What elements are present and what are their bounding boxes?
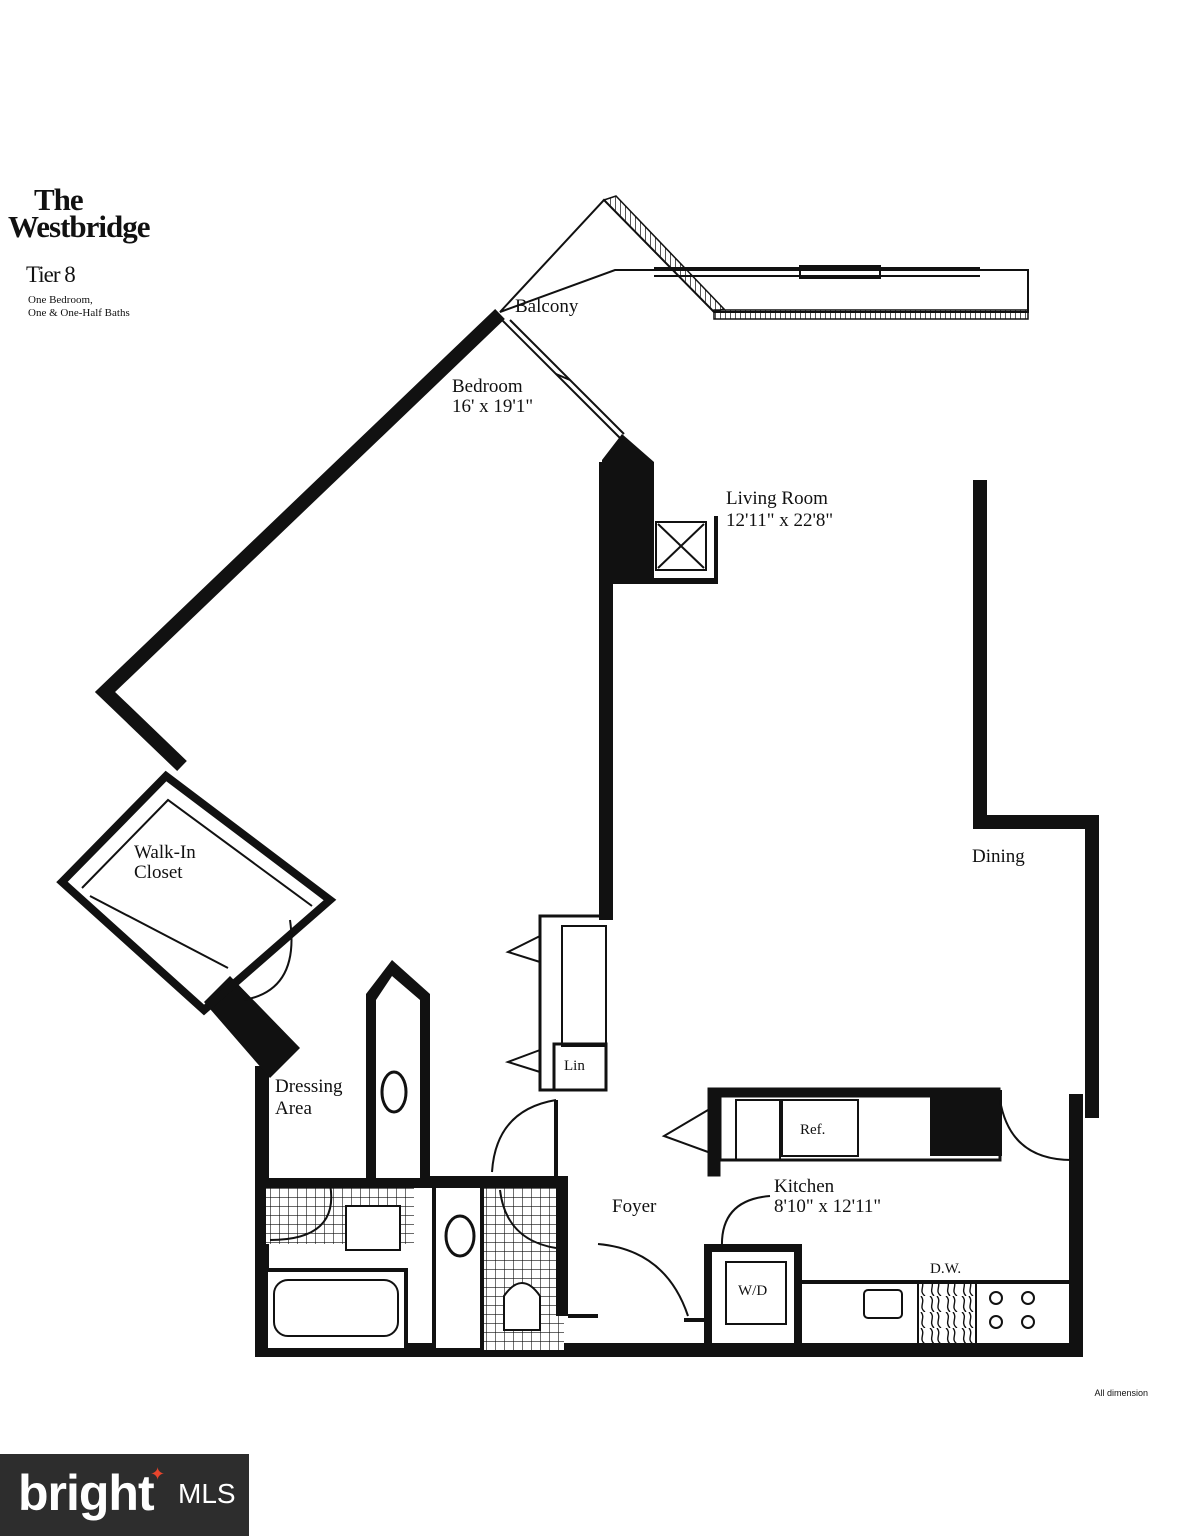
unit-type: One Bedroom, <box>28 294 93 306</box>
logo-star-icon: ✦ <box>150 1464 166 1484</box>
foyer-doors <box>491 1099 708 1322</box>
kitchen-label: Kitchen <box>774 1176 835 1197</box>
bright-mls-logo: bright ✦ MLS <box>0 1454 249 1536</box>
building-title: The Westbridge <box>8 182 151 244</box>
balcony-label: Balcony <box>515 296 579 317</box>
linen-label: Lin <box>564 1058 585 1074</box>
washer-dryer-label: W/D <box>738 1283 768 1299</box>
dimension-note: All dimension <box>1094 1388 1148 1398</box>
chimney-x <box>655 521 707 571</box>
dressing-label-1: Dressing <box>275 1076 343 1097</box>
title-line-1: The <box>34 182 84 217</box>
closet-label-2: Closet <box>134 862 183 883</box>
walk-in-closet <box>56 770 337 1016</box>
living-slider <box>654 265 980 279</box>
dining-label: Dining <box>972 846 1025 867</box>
logo-mls: MLS <box>178 1478 236 1509</box>
refrigerator-label: Ref. <box>800 1122 826 1138</box>
living-room-dimension: 12'11" x 22'8" <box>726 510 834 531</box>
structural-columns <box>204 434 1002 1180</box>
bedroom-slider <box>499 317 625 439</box>
closet-label-1: Walk-In <box>134 842 196 863</box>
bedroom-label: Bedroom <box>452 376 523 397</box>
kitchen-dimension: 8'10" x 12'11" <box>774 1196 882 1217</box>
half-bath <box>420 1176 568 1352</box>
exterior-walls <box>94 308 1099 1357</box>
bedroom-dimension: 16' x 19'1" <box>452 396 534 417</box>
foyer-label: Foyer <box>612 1196 657 1217</box>
balcony <box>499 195 1029 320</box>
wardrobe <box>504 914 608 1092</box>
living-room-label: Living Room <box>726 488 828 509</box>
logo-brand: bright <box>18 1465 155 1521</box>
dishwasher-label: D.W. <box>930 1261 962 1277</box>
kitchen <box>661 1087 1078 1352</box>
dressing-label-2: Area <box>275 1098 312 1119</box>
title-line-2: Westbridge <box>8 209 151 244</box>
master-bath <box>262 1070 434 1352</box>
tier-label: Tier 8 <box>26 262 76 287</box>
bath-count: One & One-Half Baths <box>28 307 130 319</box>
